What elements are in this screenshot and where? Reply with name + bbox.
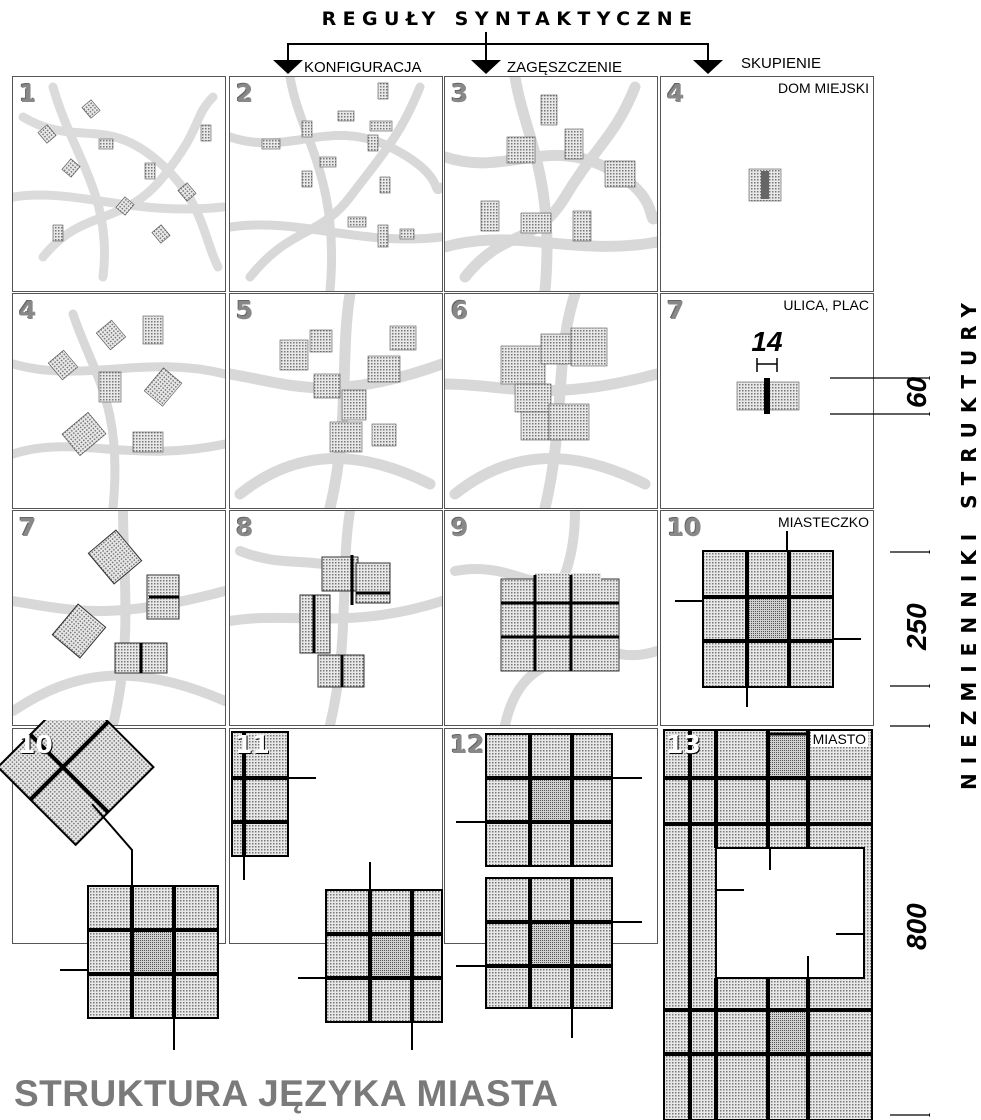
street-blocks-illustration [13,511,225,725]
single-town-house-illustration [661,77,873,291]
invariants-title-text: NIEZMIENNIKI STRUKTURY [957,294,981,790]
panel-number: 7 [667,296,684,325]
panel-1: 1 [12,76,226,292]
panel-number: 6 [451,296,468,325]
panel-number: 7 [19,513,36,542]
street-grid-illustration [445,511,657,725]
panel-number: 10 [667,513,702,542]
panel-number: 11 [235,730,270,759]
panel-number: 5 [236,296,253,325]
panel-number: 9 [451,513,468,542]
panel-number: 8 [236,513,253,542]
panel-number: 1 [19,79,36,108]
rule-skupienie: SKUPIENIE [741,55,821,72]
house-groups-illustration [13,294,225,508]
dense-cluster-illustration [445,294,657,508]
scattered-houses-illustration [13,77,225,291]
arrow-down-icon [273,60,303,74]
panel-number: 3 [451,79,468,108]
panel-3: 3 [444,76,658,292]
city-growth-illustration [0,720,900,1120]
panel-8: 8 [229,510,443,726]
street-blocks-configured-illustration [230,511,442,725]
arrow-down-icon [471,60,501,74]
panel-number: 2 [236,79,253,108]
street-width-label: 14 [751,326,783,357]
panel-4: 4 [12,293,226,509]
panel-9: 9 [444,510,658,726]
panel-number: 4 [667,79,684,108]
header-connector [0,0,981,80]
panel-7: 7 [12,510,226,726]
dimension-800: 800 [901,903,930,950]
arrow-down-icon [693,60,723,74]
panel-number: 13 [666,730,701,759]
panel-number: 12 [450,730,485,759]
panel-2: 2 [229,76,443,292]
panel-label: DOM MIEJSKI [778,80,869,96]
page-footer-title: STRUKTURA JĘZYKA MIASTA [14,1073,559,1115]
panel-4-dom-miejski: 4 DOM MIEJSKI [660,76,874,292]
panel-5: 5 [229,293,443,509]
densified-houses-illustration [445,77,657,291]
rule-zageszczenie: ZAGĘSZCZENIE [507,59,622,76]
invariants-title: NIEZMIENNIKI STRUKTURY [914,258,981,798]
panel-6: 6 [444,293,658,509]
house-cluster-illustration [230,294,442,508]
configured-houses-illustration [230,77,442,291]
panel-number: 4 [19,296,36,325]
rule-konfiguracja: KONFIGURACJA [304,59,422,76]
panel-number: 10 [18,730,53,759]
